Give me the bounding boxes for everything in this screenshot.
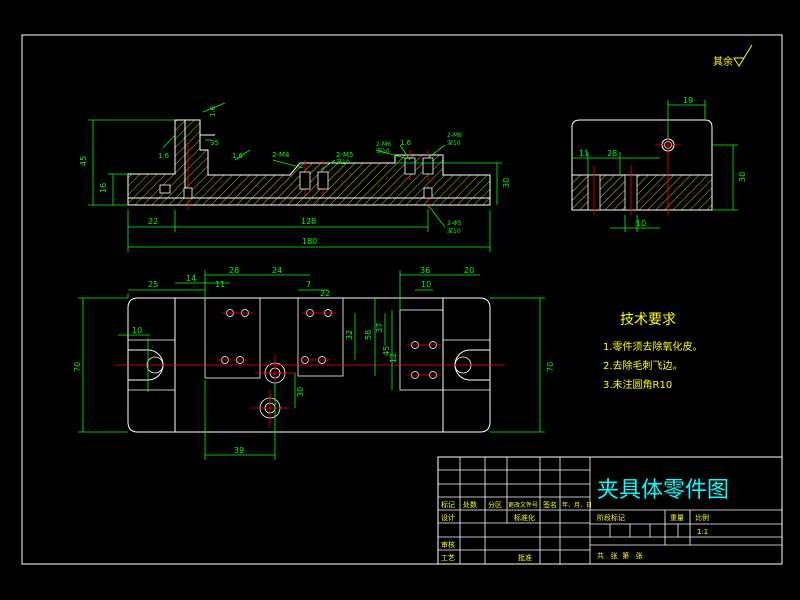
notes-item-1: 1.零件须去除氧化皮。 [603,340,703,353]
surface-finish-mark: 其余 [713,44,753,68]
tb-standardize: 标准化 [514,513,535,522]
tb-scale: 1:1 [697,528,708,536]
tb-stage-mark: 阶段标记 [597,513,625,522]
top-dim-mid-b: 58 [364,330,373,340]
tb-design: 设计 [441,513,455,522]
tb-process: 工艺 [441,554,455,562]
hole-callout-c1: 2-M6 [376,141,391,148]
hole-callout-b: 2-M5 [336,151,353,159]
sheet-border [21,34,783,565]
hole-callout-d2: 深10 [336,158,350,166]
tb-sheets: 共 张 第 张 [597,551,643,560]
hole-callout-f1: 2-Φ5 [447,220,462,227]
top-dim-h: 10 [421,280,431,289]
dim-chamfer-mid: 1.6 [232,152,244,160]
dim-right-height: 30 [502,178,511,188]
top-dim-bottom-a: 30 [296,387,305,397]
front-view: 45 16 30 22 128 180 1.6 1.6 1.6 35 1.6 2… [79,102,511,252]
top-dim-g: 20 [464,266,474,275]
hole-callout-f2: 深10 [447,227,461,235]
top-dim-j: 22 [320,289,330,298]
top-dim-b: 14 [186,274,196,283]
notes-item-3: 3.未注圆角R10 [603,378,672,391]
dim-inner-span: 128 [301,217,316,226]
side-dim-height: 30 [738,172,747,182]
top-view: 25 14 28 24 7 36 20 10 11 22 70 70 10 32… [73,266,555,460]
side-dim-left-b: 28 [607,149,617,158]
top-dim-f: 36 [420,266,430,275]
tb-count: 处数 [463,500,477,509]
top-dim-mid-a: 32 [345,330,354,340]
tb-change-doc: 更改文件号 [508,501,538,509]
front-view-body [127,119,491,206]
notes-title: 技术要求 [620,312,676,328]
top-dim-c: 28 [229,266,239,275]
title-block: 夹具体零件图 标记 处数 分区 更改文件号 签名 年、月、日 设计 标准化 阶段… [437,456,783,565]
notes-item-2: 2.去除毛刺飞边。 [603,359,683,372]
top-dim-height-right: 70 [546,362,555,372]
side-view: 19 11 28 30 10 [571,96,747,232]
tb-ratio: 比例 [695,513,709,522]
top-dim-i: 11 [215,280,225,289]
dim-overall-length: 180 [302,237,317,246]
drawing-name: 夹具体零件图 [597,478,729,503]
dim-total-height: 45 [79,156,88,166]
top-view-body [127,297,491,433]
tb-mark: 标记 [441,500,455,509]
tb-zone: 分区 [488,500,502,509]
hole-callout-e1: 2-M6 [447,132,462,139]
top-dim-left-slot: 10 [132,326,142,335]
top-dim-right-b: 45 [382,346,391,356]
tb-approve: 批准 [518,553,532,562]
tb-review: 审核 [441,540,455,549]
side-dim-left-a: 11 [579,149,589,158]
top-dim-bottom-b: 39 [234,446,244,455]
side-dim-bottom: 10 [636,219,646,228]
top-dim-right-c: 12 [389,353,398,363]
tb-date: 年、月、日 [562,501,592,509]
top-dim-height-total: 70 [73,362,82,372]
hole-callout-c2: 深10 [376,147,390,155]
top-dim-e: 7 [306,280,311,289]
dim-chamfer-left: 1.6 [158,152,170,160]
hole-callout-a: 2-M4 [272,151,290,159]
top-dim-d: 24 [272,266,282,275]
technical-notes: 技术要求 1.零件须去除氧化皮。 2.去除毛刺飞边。 3.未注圆角R10 [603,312,703,391]
dim-base-height: 16 [99,183,108,193]
surface-finish-label: 其余 [713,55,733,68]
side-dim-top: 19 [683,96,693,105]
dim-inner-left: 22 [148,217,158,226]
tb-sign: 签名 [543,500,557,509]
hole-callout-e2: 深10 [447,139,461,147]
dim-chamfer-right: 1.6 [400,139,412,147]
dim-note-a: 1.6 [209,105,217,117]
tb-weight: 重量 [670,514,684,522]
dim-depth-a: 35 [210,139,219,147]
top-dim-a: 25 [148,280,158,289]
top-dim-right-a: 37 [375,323,384,333]
